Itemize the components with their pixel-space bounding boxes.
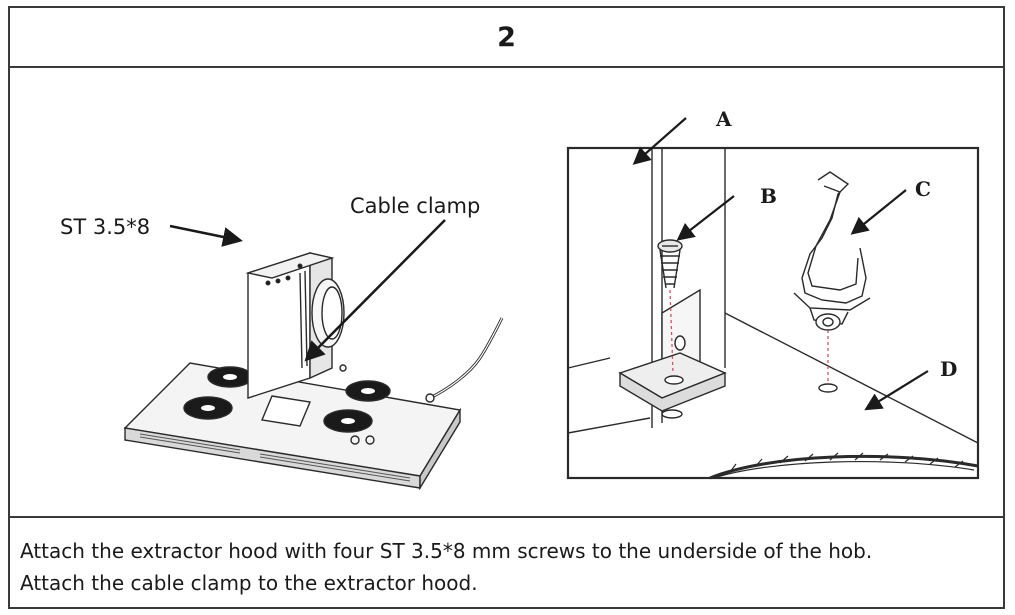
arrow-a-icon: [632, 117, 687, 165]
label-d: D: [940, 357, 957, 381]
burner-icon: [345, 380, 391, 402]
burner-icon: [207, 366, 253, 388]
step-header: 2: [10, 8, 1003, 68]
cable-clamp-icon: [793, 171, 871, 331]
caption-line-2: Attach the cable clamp to the extractor …: [20, 571, 478, 595]
hob-with-hood-illustration: [123, 252, 504, 491]
burner-icon: [323, 409, 373, 433]
screw-arrow-icon: [169, 224, 243, 247]
cable-clamp-arrow-icon: [304, 219, 446, 362]
label-c: C: [915, 177, 931, 201]
label-a: A: [715, 107, 732, 131]
label-b: B: [760, 184, 777, 208]
screw-icon: [657, 239, 683, 289]
arrow-c-icon: [850, 189, 907, 235]
caption-line-1: Attach the extractor hood with four ST 3…: [20, 539, 873, 563]
instruction-frame: 2: [8, 6, 1005, 609]
arrow-b-icon: [676, 195, 735, 241]
figure-area: ST 3.5*8 Cable clamp: [10, 68, 1003, 518]
burner-icon: [183, 396, 233, 420]
screw-spec-label: ST 3.5*8: [60, 215, 150, 239]
step-number: 2: [497, 21, 516, 53]
assembly-figures: ST 3.5*8 Cable clamp: [60, 107, 980, 491]
instruction-caption: Attach the extractor hood with four ST 3…: [20, 535, 990, 599]
cable-clamp-label: Cable clamp: [350, 194, 480, 218]
detail-view-illustration: [566, 146, 980, 480]
arrow-d-icon: [864, 370, 929, 411]
